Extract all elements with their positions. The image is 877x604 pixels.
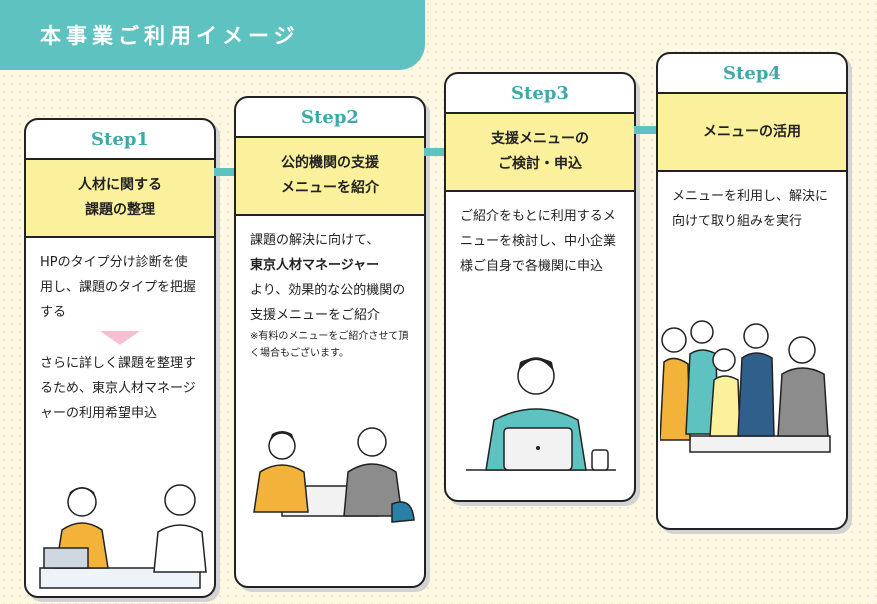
step1-card: Step1 人材に関する 課題の整理 HPのタイプ分け診断を使用し、課題のタイプ… — [24, 118, 216, 598]
step3-label: Step3 — [446, 74, 634, 114]
step4-title-text: メニューの活用 — [703, 123, 801, 140]
step2-label: Step2 — [236, 98, 424, 138]
step3-title-text: 支援メニューの ご検討・申込 — [491, 131, 589, 172]
step2-desc-a: 課題の解決に向けて、 — [250, 233, 380, 248]
step3-desc: ご紹介をもとに利用するメニューを検討し、中小企業様ご自身で各機関に申込 — [460, 209, 617, 274]
step2-note: ※有料のメニューをご紹介させて頂く場合もございます。 — [250, 331, 409, 359]
step1-desc1: HPのタイプ分け診断を使用し、課題のタイプを把握する — [40, 255, 197, 320]
step4-label: Step4 — [658, 54, 846, 94]
step4-title: メニューの活用 — [658, 94, 846, 172]
step2-title-text: 公的機関の支援 メニューを紹介 — [281, 155, 379, 196]
consultation-illustration — [253, 427, 415, 523]
team-illustration — [660, 320, 831, 453]
meeting-illustration — [39, 484, 207, 589]
step1-title: 人材に関する 課題の整理 — [26, 160, 214, 238]
step2-desc-b: 東京人材マネージャー — [250, 258, 380, 273]
step4-card: Step4 メニューの活用 メニューを利用し、解決に向けて取り組みを実行 — [656, 52, 848, 530]
step4-desc: メニューを利用し、解決に向けて取り組みを実行 — [672, 189, 829, 229]
down-arrow-icon — [100, 331, 140, 345]
header-banner: 本事業ご利用イメージ — [0, 0, 425, 70]
step1-label: Step1 — [26, 120, 214, 160]
laptop-user-illustration — [466, 357, 616, 471]
step3-card: Step3 支援メニューの ご検討・申込 ご紹介をもとに利用するメニューを検討し… — [444, 72, 636, 502]
step2-title: 公的機関の支援 メニューを紹介 — [236, 138, 424, 216]
step3-title: 支援メニューの ご検討・申込 — [446, 114, 634, 192]
step2-desc-c: より、効果的な公的機関の支援メニューをご紹介 — [250, 283, 406, 323]
banner-title: 本事業ご利用イメージ — [40, 24, 300, 48]
step1-desc2: さらに詳しく課題を整理するため、東京人材マネージャーの利用希望申込 — [40, 356, 197, 421]
step1-title-text: 人材に関する 課題の整理 — [78, 177, 162, 218]
step2-card: Step2 公的機関の支援 メニューを紹介 課題の解決に向けて、 東京人材マネー… — [234, 96, 426, 588]
